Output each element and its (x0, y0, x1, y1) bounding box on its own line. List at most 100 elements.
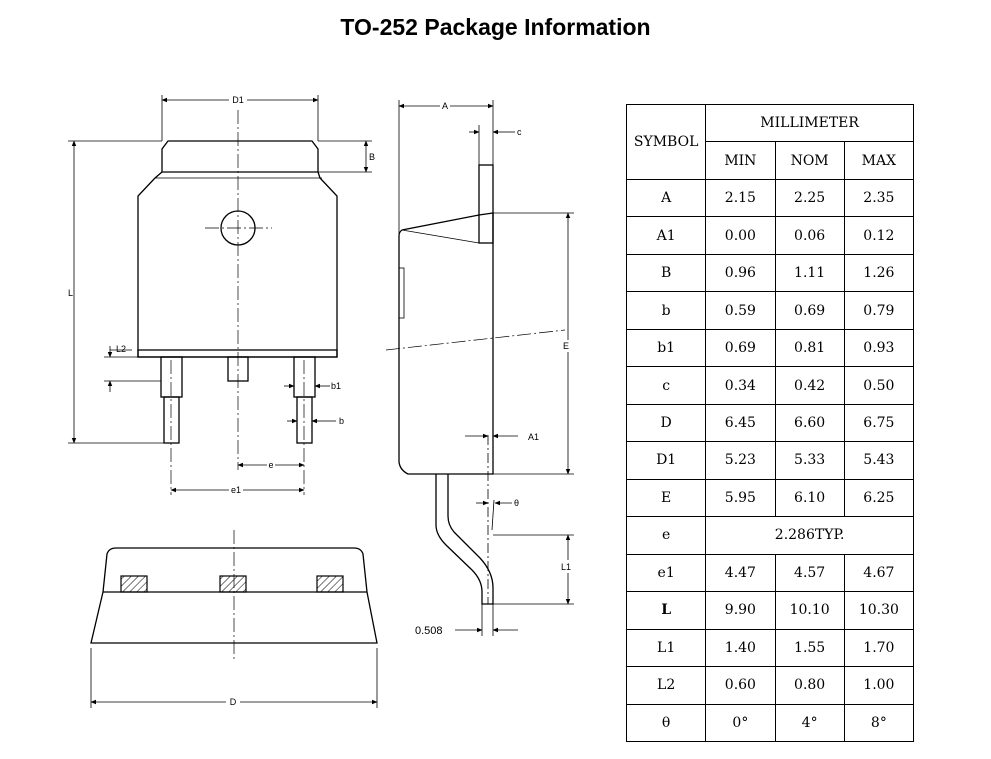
cell-max: 1.70 (843, 628, 915, 668)
cell-symbol: θ (625, 703, 707, 742)
cell-typical: 2.286TYP. (705, 516, 914, 555)
top-view: D1 B L L2 b1 b e e1 (68, 94, 375, 495)
front-lead-center (219, 575, 247, 593)
cell-nom: 0.69 (774, 291, 845, 330)
dim-label-theta: θ (514, 498, 519, 508)
dim-label-lead-thickness: 0.508 (415, 625, 443, 637)
dim-label-e: e (268, 460, 273, 470)
cell-min: 1.40 (705, 628, 776, 668)
cell-symbol: e1 (625, 553, 707, 593)
cell-symbol: D1 (625, 441, 707, 480)
cell-max: 10.30 (843, 591, 915, 630)
cell-symbol: E (625, 478, 707, 518)
cell-nom: 2.25 (774, 178, 845, 218)
cell-symbol: B (625, 253, 707, 293)
header-symbol: SYMBOL (625, 104, 707, 180)
side-view: A c E A1 θ L1 0.508 (385, 100, 575, 637)
cell-symbol: c (625, 366, 707, 405)
dim-label-d1: D1 (232, 95, 244, 105)
cell-min: 0.34 (705, 366, 776, 405)
side-tab (478, 164, 494, 244)
front-body-top (102, 547, 368, 593)
page-title: TO-252 Package Information (340, 14, 651, 40)
cell-symbol: A (625, 178, 707, 218)
cell-symbol: A1 (625, 216, 707, 255)
cell-max: 6.25 (843, 478, 915, 518)
cell-min: 5.95 (705, 478, 776, 518)
cell-min: 0.59 (705, 291, 776, 330)
cell-min: 9.90 (705, 591, 776, 630)
cell-max: 4.67 (843, 553, 915, 593)
cell-max: 0.79 (843, 291, 915, 330)
front-lead-left (120, 575, 148, 593)
cell-nom: 0.81 (774, 328, 845, 368)
side-body (398, 212, 494, 475)
dim-label-b-tab: B (369, 152, 375, 162)
cell-nom: 1.55 (774, 628, 845, 668)
cell-max: 2.35 (843, 178, 915, 218)
cell-min: 0° (705, 703, 776, 742)
dim-label-c: c (517, 127, 522, 137)
cell-nom: 0.06 (774, 216, 845, 255)
cell-max: 0.93 (843, 328, 915, 368)
cell-nom: 6.60 (774, 403, 845, 443)
lead-right (293, 356, 316, 444)
cell-nom: 10.10 (774, 591, 845, 630)
front-view: D (90, 530, 378, 708)
cell-max: 1.26 (843, 253, 915, 293)
cell-min: 4.47 (705, 553, 776, 593)
cell-min: 0.69 (705, 328, 776, 368)
cell-nom: 4.57 (774, 553, 845, 593)
cell-max: 1.00 (843, 666, 915, 705)
cell-min: 2.15 (705, 178, 776, 218)
cell-min: 0.96 (705, 253, 776, 293)
header-min: MIN (705, 141, 776, 180)
lead-left (160, 356, 183, 444)
dim-label-l1: L1 (561, 562, 571, 572)
cell-max: 5.43 (843, 441, 915, 480)
cell-max: 8° (843, 703, 915, 742)
cell-symbol: D (625, 403, 707, 443)
cell-min: 5.23 (705, 441, 776, 480)
cell-symbol: L1 (625, 628, 707, 668)
cell-symbol: L (625, 591, 707, 630)
cell-symbol: b1 (625, 328, 707, 368)
dim-label-e-body: E (563, 341, 569, 351)
cell-symbol: L2 (625, 666, 707, 705)
cell-min: 0.00 (705, 216, 776, 255)
side-lead (435, 474, 494, 605)
cell-nom: 0.80 (774, 666, 845, 705)
cell-nom: 1.11 (774, 253, 845, 293)
header-max: MAX (843, 141, 915, 180)
dim-label-d: D (230, 697, 237, 707)
cell-symbol: b (625, 291, 707, 330)
cell-nom: 0.42 (774, 366, 845, 405)
cell-max: 0.50 (843, 366, 915, 405)
cell-min: 6.45 (705, 403, 776, 443)
cell-nom: 5.33 (774, 441, 845, 480)
front-lead-right (316, 575, 344, 593)
dim-label-b: b (339, 416, 344, 426)
table-header-row: SYMBOL MILLIMETER (625, 103, 914, 180)
cell-min: 0.60 (705, 666, 776, 705)
dim-label-b1: b1 (331, 381, 341, 391)
table-subheader-row: MIN NOM MAX (627, 141, 915, 180)
cell-nom: 4° (774, 703, 845, 742)
header-unit: MILLIMETER (705, 103, 914, 143)
